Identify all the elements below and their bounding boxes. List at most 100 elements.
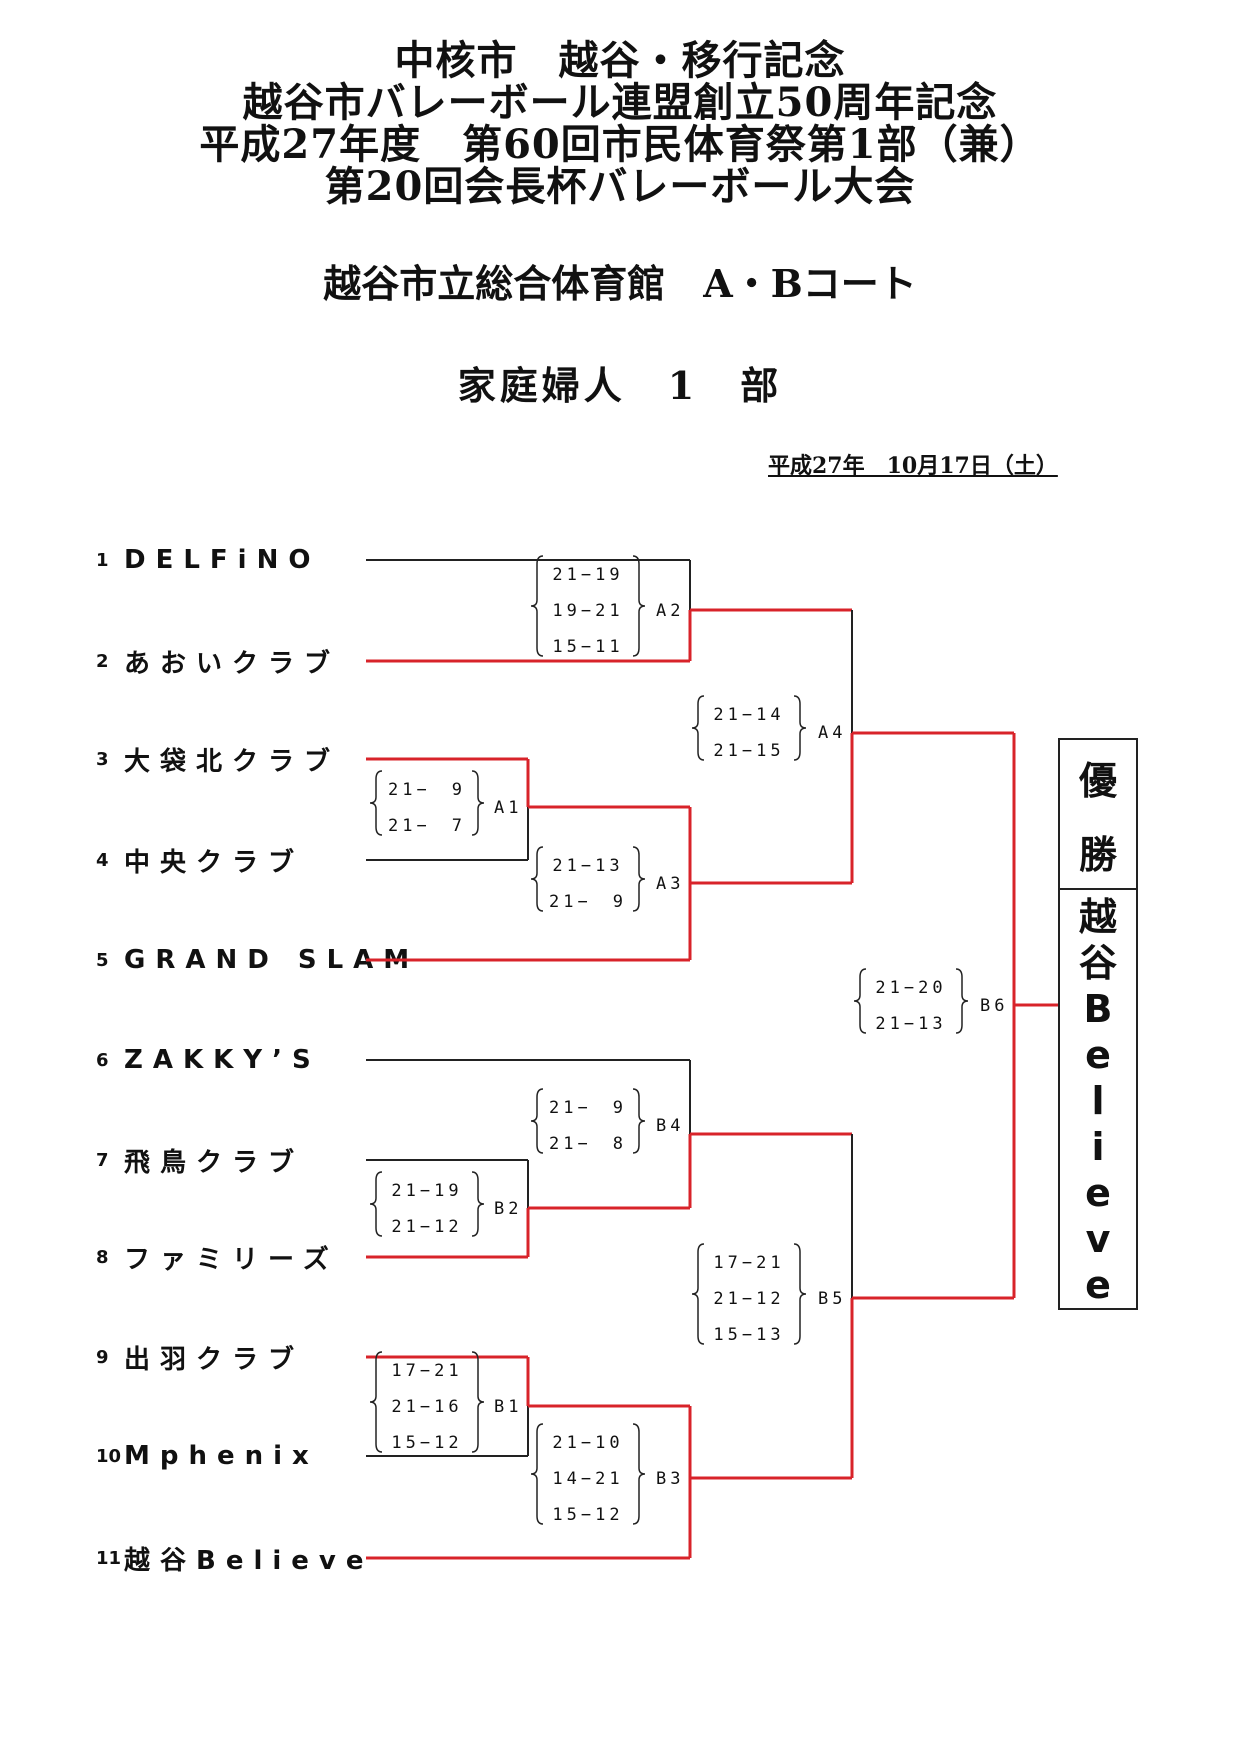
set-score: 21−14 — [713, 705, 784, 725]
team-name: 大袋北クラブ — [124, 746, 341, 777]
team-name: 中央クラブ — [124, 847, 305, 878]
set-score: 21− 9 — [549, 892, 627, 912]
set-score: 21−12 — [713, 1289, 784, 1309]
champion-name-char: v — [1085, 1217, 1111, 1261]
team-seed: 1 — [96, 549, 109, 571]
title-line: 平成27年度 第60回市民体育祭第1部（兼） — [199, 121, 1041, 168]
tournament-title: 中核市 越谷・移行記念 越谷市バレーボール連盟創立50周年記念 平成27年度 第… — [0, 40, 1240, 208]
division-title: 家庭婦人 1 部 — [457, 363, 783, 408]
team-seed: 4 — [96, 849, 109, 871]
match-label: B5 — [818, 1289, 846, 1309]
team-name: あおいクラブ — [124, 648, 341, 679]
champion-heading-char: 勝 — [1078, 831, 1117, 877]
venue: 越谷市立総合体育館 A・Bコート — [323, 261, 917, 306]
title-line: 中核市 越谷・移行記念 — [394, 37, 846, 84]
set-score: 21−19 — [552, 565, 623, 585]
score-brace-left — [853, 968, 867, 1034]
score-brace-right — [471, 770, 485, 836]
set-score: 21− 7 — [388, 816, 466, 836]
team-name: 出羽クラブ — [124, 1344, 305, 1375]
champion-name-char: i — [1091, 1125, 1105, 1169]
score-brace-left — [369, 1351, 383, 1453]
team-seed: 5 — [96, 949, 109, 971]
score-brace-left — [691, 695, 705, 761]
team-name: Mphenix — [124, 1441, 319, 1471]
match-label: A2 — [656, 601, 684, 621]
score-brace-right — [471, 1351, 485, 1453]
score-brace-right — [955, 968, 969, 1034]
team-row: 3 大袋北クラブ — [96, 739, 340, 779]
score-brace-right — [632, 555, 646, 657]
team-name: ZAKKY’S — [124, 1045, 321, 1075]
title-line: 越谷市バレーボール連盟創立50周年記念 — [242, 79, 998, 126]
team-name: ファミリーズ — [124, 1244, 339, 1275]
set-score: 15−12 — [552, 1505, 623, 1525]
team-seed: 2 — [96, 650, 109, 672]
champion-heading-char: 優 — [1078, 757, 1117, 803]
set-score: 15−11 — [552, 637, 623, 657]
champion-name-char: B — [1083, 987, 1113, 1031]
score-brace-right — [632, 1088, 646, 1154]
champion-heading: 優 勝 — [1060, 740, 1136, 890]
champion-name-char: 越 — [1078, 895, 1117, 939]
set-score: 21− 9 — [549, 1098, 627, 1118]
set-score: 21−10 — [552, 1433, 623, 1453]
team-name: 飛鳥クラブ — [124, 1147, 305, 1178]
set-score: 17−21 — [713, 1253, 784, 1273]
team-row: 4 中央クラブ — [96, 840, 304, 880]
team-row: 9 出羽クラブ — [96, 1337, 304, 1377]
set-score: 21−16 — [391, 1397, 462, 1417]
team-seed: 10 — [96, 1445, 122, 1467]
set-score: 14−21 — [552, 1469, 623, 1489]
event-date: 平成27年 10月17日（土） — [768, 453, 1058, 479]
champion-name-char: l — [1091, 1079, 1105, 1123]
title-line: 第20回会長杯バレーボール大会 — [324, 163, 916, 210]
team-row: 2 あおいクラブ — [96, 641, 340, 681]
team-seed: 9 — [96, 1346, 109, 1368]
score-brace-left — [530, 846, 544, 912]
set-score: 21−19 — [391, 1181, 462, 1201]
score-brace-right — [632, 1423, 646, 1525]
match-label: B6 — [980, 996, 1008, 1016]
score-brace-right — [793, 695, 807, 761]
score-brace-left — [369, 1171, 383, 1237]
team-seed: 8 — [96, 1246, 109, 1268]
score-brace-left — [369, 770, 383, 836]
team-row: 6 ZAKKY’S — [96, 1040, 321, 1080]
score-brace-right — [471, 1171, 485, 1237]
set-score: 21−15 — [713, 741, 784, 761]
score-brace-left — [691, 1243, 705, 1345]
team-seed: 6 — [96, 1049, 109, 1071]
champion-name-char: e — [1085, 1263, 1111, 1307]
match-label: B1 — [494, 1397, 522, 1417]
champion-name-char: e — [1085, 1171, 1111, 1215]
team-row: 7 飛鳥クラブ — [96, 1140, 304, 1180]
team-name: GRAND SLAM — [124, 945, 420, 975]
set-score: 21−20 — [875, 978, 946, 998]
team-row: 8 ファミリーズ — [96, 1237, 339, 1277]
score-brace-right — [793, 1243, 807, 1345]
match-label: B4 — [656, 1116, 684, 1136]
score-brace-right — [632, 846, 646, 912]
set-score: 21− 9 — [388, 780, 466, 800]
score-brace-left — [530, 1423, 544, 1525]
team-seed: 7 — [96, 1149, 109, 1171]
match-label: B2 — [494, 1199, 522, 1219]
team-row: 5 GRAND SLAM — [96, 940, 419, 980]
set-score: 21−12 — [391, 1217, 462, 1237]
team-seed: 3 — [96, 748, 109, 770]
set-score: 21−13 — [875, 1014, 946, 1034]
match-label: A3 — [656, 874, 684, 894]
match-label: A4 — [818, 723, 846, 743]
set-score: 21−13 — [552, 856, 623, 876]
champion-name-char: 谷 — [1078, 941, 1117, 985]
team-seed: 11 — [96, 1547, 122, 1569]
score-brace-left — [530, 555, 544, 657]
team-name: DELFiNO — [124, 545, 321, 575]
score-brace-left — [530, 1088, 544, 1154]
